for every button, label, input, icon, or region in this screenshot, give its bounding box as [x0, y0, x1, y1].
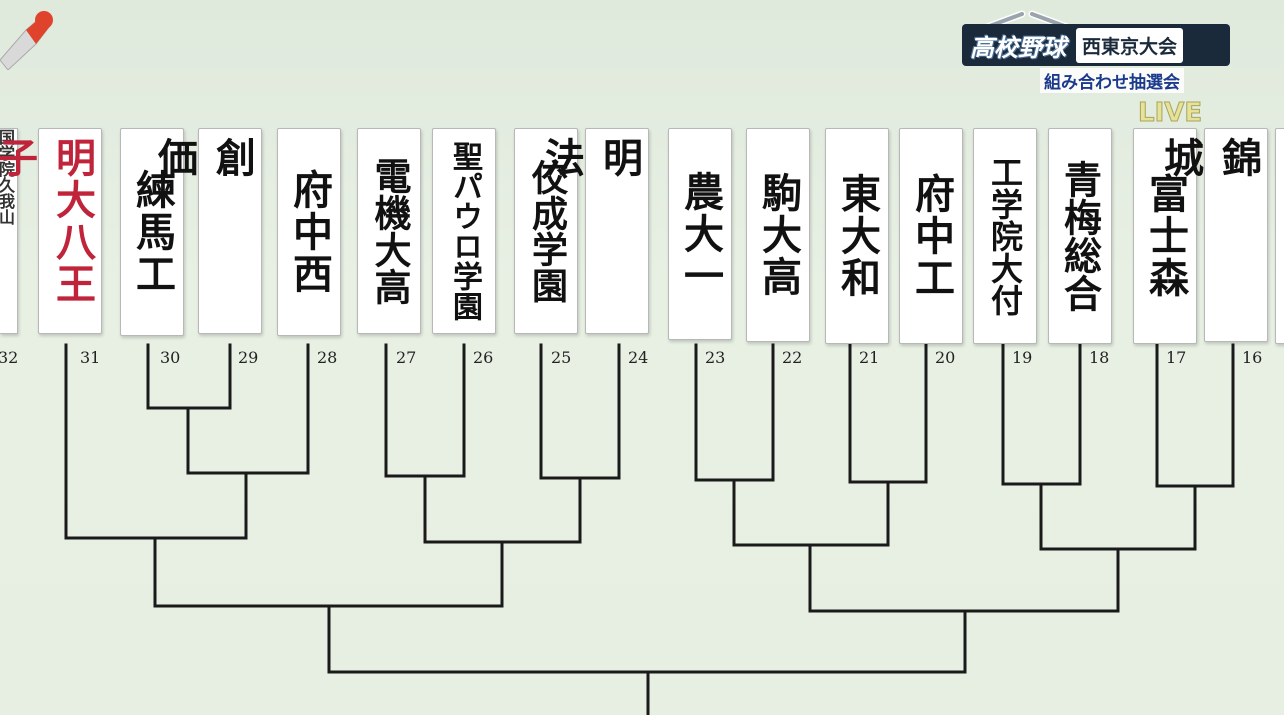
- team-name: 練馬工: [129, 169, 175, 295]
- bracket-line: [1039, 482, 1197, 551]
- team-name: 創価: [151, 137, 255, 235]
- draw-number: 29: [238, 348, 259, 367]
- team-card-22: 駒大高: [746, 128, 810, 342]
- draw-number: 21: [859, 348, 880, 367]
- team-card-20: 府中工: [899, 128, 963, 344]
- draw-number: 28: [317, 348, 338, 367]
- team-card-16: 錦城: [1157, 128, 1268, 342]
- event-subtitle: 組み合わせ抽選会: [1040, 68, 1184, 93]
- draw-number: 20: [935, 348, 956, 367]
- draw-number: 32: [0, 348, 19, 367]
- draw-number: 30: [160, 348, 181, 367]
- team-name: 工学院大付: [986, 156, 1024, 316]
- team-card-28: 府中西: [277, 128, 341, 336]
- team-card-31: 明大八王子: [0, 128, 102, 334]
- bracket-line: [186, 343, 310, 475]
- bracket-line: [808, 543, 1120, 613]
- tournament-name: 西東京大会: [1076, 27, 1184, 63]
- team-name: 電機大高: [368, 157, 411, 305]
- draw-number: 23: [705, 348, 726, 367]
- team-card-26: 聖パウロ学園: [432, 128, 496, 334]
- draw-number: 16: [1242, 348, 1263, 367]
- team-card-21: 東大和: [825, 128, 889, 344]
- program-title: 高校野球: [970, 33, 1066, 62]
- marker-pen-icon: [0, 11, 53, 70]
- team-name: 聖パウロ学園: [447, 141, 482, 321]
- team-card-25: 佼成学園: [514, 128, 578, 334]
- team-name: 富士森: [1142, 173, 1188, 299]
- team-card-18: 青梅総合: [1048, 128, 1112, 344]
- draw-number: 19: [1012, 348, 1033, 367]
- bracket-line: [64, 343, 248, 540]
- team-card-29: 創価: [151, 128, 262, 334]
- live-badge: LIVE: [1137, 98, 1203, 129]
- draw-number: 17: [1166, 348, 1187, 367]
- bracket-line: [423, 474, 582, 544]
- team-card-19: 工学院大付: [973, 128, 1037, 344]
- team-name: 農大一: [677, 171, 723, 297]
- team-card-23: 農大一: [668, 128, 732, 340]
- team-name: 国学院久我山: [0, 129, 15, 225]
- team-card-24: 明法: [538, 128, 649, 334]
- bracket-line: [327, 604, 967, 674]
- team-name: 佼成学園: [526, 159, 567, 303]
- team-name: 明大八王子: [0, 137, 95, 305]
- team-card-17: 富士森: [1133, 128, 1197, 344]
- team-card-partial-right: [1275, 128, 1284, 344]
- team-card-30: 練馬工: [120, 128, 184, 336]
- draw-number: 24: [628, 348, 649, 367]
- team-name: 府中西: [286, 169, 332, 295]
- team-card-27: 電機大高: [357, 128, 421, 334]
- team-name: 明法: [538, 137, 642, 247]
- team-name: 府中工: [908, 173, 954, 299]
- team-name: 錦城: [1157, 137, 1261, 239]
- draw-number: 27: [396, 348, 417, 367]
- bracket-line: [732, 478, 890, 547]
- draw-number: 25: [551, 348, 572, 367]
- bracket-line: [153, 536, 504, 608]
- team-name: 駒大高: [755, 172, 801, 298]
- team-card-partial: 国学院久我山: [0, 128, 18, 334]
- broadcast-logo: 高校野球 西東京大会 組み合わせ抽選会: [962, 10, 1230, 93]
- team-name: 東大和: [834, 173, 880, 299]
- draw-number: 31: [80, 348, 101, 367]
- team-name: 青梅総合: [1057, 160, 1102, 312]
- draw-number: 18: [1089, 348, 1110, 367]
- draw-number: 22: [782, 348, 803, 367]
- draw-number: 26: [473, 348, 494, 367]
- logo-bar: 高校野球 西東京大会: [962, 24, 1230, 66]
